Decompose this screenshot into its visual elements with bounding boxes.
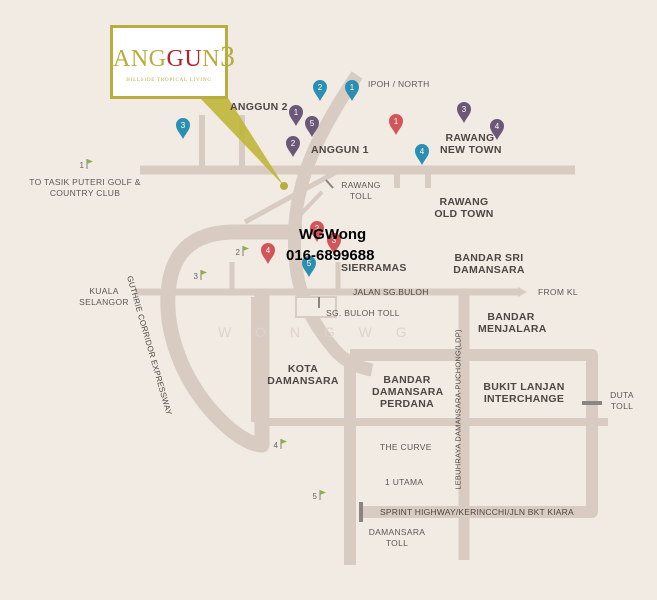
pin-number: 2 bbox=[318, 83, 323, 92]
pin-marker-shape bbox=[286, 136, 300, 157]
pin-marker-shape bbox=[310, 221, 324, 242]
flag-number: 5 bbox=[313, 492, 318, 501]
pin-marker-shape bbox=[415, 144, 429, 165]
map-pin-purple-5: 5 bbox=[305, 116, 319, 137]
pin-number: 4 bbox=[266, 246, 271, 255]
pin-number: 1 bbox=[394, 117, 399, 126]
pin-layer: 2 1 3 1 5 2 1 3 4 4 2 3 4 5 bbox=[176, 80, 504, 277]
pin-number: 2 bbox=[291, 139, 296, 148]
pin-number: 1 bbox=[350, 83, 355, 92]
map-pin-red-1: 1 bbox=[389, 114, 403, 135]
pin-marker-shape bbox=[176, 118, 190, 139]
pin-number: 5 bbox=[310, 119, 315, 128]
map-pin-teal-3: 3 bbox=[176, 118, 190, 139]
pin-marker-shape bbox=[289, 105, 303, 126]
pin-number: 4 bbox=[420, 147, 425, 156]
pin-number: 3 bbox=[462, 105, 467, 114]
label-anggun1: ANGGUN 1 bbox=[311, 144, 369, 156]
pin-number: 1 bbox=[294, 108, 299, 117]
map-pin-teal-2: 2 bbox=[313, 80, 327, 101]
pin-marker-shape bbox=[261, 243, 275, 264]
map-pin-purple-4: 4 bbox=[490, 119, 504, 140]
pin-marker-shape bbox=[389, 114, 403, 135]
arrow-from-kl bbox=[518, 287, 527, 297]
map-pin-teal-4: 4 bbox=[415, 144, 429, 165]
golf-flag-3: 3 bbox=[194, 270, 207, 281]
pin-marker-shape bbox=[313, 80, 327, 101]
pin-marker-shape bbox=[457, 102, 471, 123]
watermark-name: WGWong bbox=[299, 226, 367, 243]
label-from-kl: FROM KL bbox=[538, 287, 578, 297]
label-the-curve: THE CURVE bbox=[380, 442, 432, 452]
anggun3-logo: ANGGUN3 HILLSIDE TROPICAL LIVING bbox=[110, 25, 236, 99]
label-sierramas: SIERRAMAS bbox=[341, 262, 407, 274]
label-sprint-highway: SPRINT HIGHWAY/KERINCCHI/JLN BKT KIARA bbox=[380, 507, 574, 517]
toll-markers bbox=[318, 179, 602, 522]
road-network bbox=[135, 71, 608, 565]
flag-banner bbox=[201, 270, 207, 275]
map-pin-purple-2: 2 bbox=[286, 136, 300, 157]
logo-wordmark: ANGGUN3 bbox=[113, 40, 236, 73]
pin-number: 3 bbox=[181, 121, 186, 130]
golf-flag-2: 2 bbox=[236, 246, 249, 257]
road-guthrie-expressway bbox=[160, 224, 302, 453]
label-tasik-puteri: TO TASIK PUTERI GOLF &COUNTRY CLUB bbox=[29, 177, 141, 198]
pin-number: 5 bbox=[307, 259, 312, 268]
pin-number: 3 bbox=[332, 236, 337, 245]
toll-marker-rawang bbox=[325, 179, 334, 189]
map-pin-red-2: 2 bbox=[310, 221, 324, 242]
label-jalan-sg-buloh: JALAN SG.BULOH bbox=[353, 287, 429, 297]
map-pin-teal-5: 5 bbox=[302, 256, 316, 277]
flag-banner bbox=[281, 439, 287, 444]
faint-watermark: W O N G W G bbox=[218, 324, 417, 340]
toll-plaza-sg-buloh bbox=[295, 296, 337, 318]
road-old-trunk bbox=[298, 190, 324, 217]
pin-marker-shape bbox=[305, 116, 319, 137]
flag-number: 3 bbox=[194, 272, 199, 281]
watermark-phone: 016-6899688 bbox=[286, 247, 375, 264]
label-ipoh-north: IPOH / NORTH bbox=[368, 79, 430, 89]
label-1-utama: 1 UTAMA bbox=[385, 477, 424, 487]
label-anggun2: ANGGUN 2 bbox=[230, 101, 288, 113]
golf-flag-4: 4 bbox=[274, 439, 287, 450]
anggun3-location-dot bbox=[280, 182, 288, 190]
label-sg-buloh-toll: SG. BULOH TOLL bbox=[326, 308, 400, 318]
map-pin-teal-1: 1 bbox=[345, 80, 359, 101]
label-ldp: LEBUHRAYA DAMANSARA-PUCHONG(LDP) bbox=[453, 329, 463, 490]
golf-flag-1: 1 bbox=[80, 159, 93, 170]
flag-number: 4 bbox=[274, 441, 279, 450]
logo-pointer bbox=[200, 98, 284, 186]
flag-banner bbox=[243, 246, 249, 251]
pin-marker-shape bbox=[345, 80, 359, 101]
flag-number: 2 bbox=[236, 248, 241, 257]
flag-banner bbox=[87, 159, 93, 164]
flag-number: 1 bbox=[80, 161, 85, 170]
golf-flag-5: 5 bbox=[313, 490, 326, 501]
pin-marker-shape bbox=[327, 233, 341, 254]
map-pin-red-3: 3 bbox=[327, 233, 341, 254]
road-damansara-loop bbox=[350, 349, 598, 518]
logo-tagline: HILLSIDE TROPICAL LIVING bbox=[126, 78, 212, 83]
flag-banner bbox=[320, 490, 326, 495]
pin-marker-shape bbox=[490, 119, 504, 140]
map-pin-purple-3: 3 bbox=[457, 102, 471, 123]
map-pin-red-4: 4 bbox=[261, 243, 275, 264]
pin-marker-shape bbox=[302, 256, 316, 277]
flag-layer: 1 2 3 4 5 bbox=[80, 159, 326, 501]
pin-number: 4 bbox=[495, 122, 500, 131]
map-pin-purple-1: 1 bbox=[289, 105, 303, 126]
pin-number: 2 bbox=[315, 224, 320, 233]
